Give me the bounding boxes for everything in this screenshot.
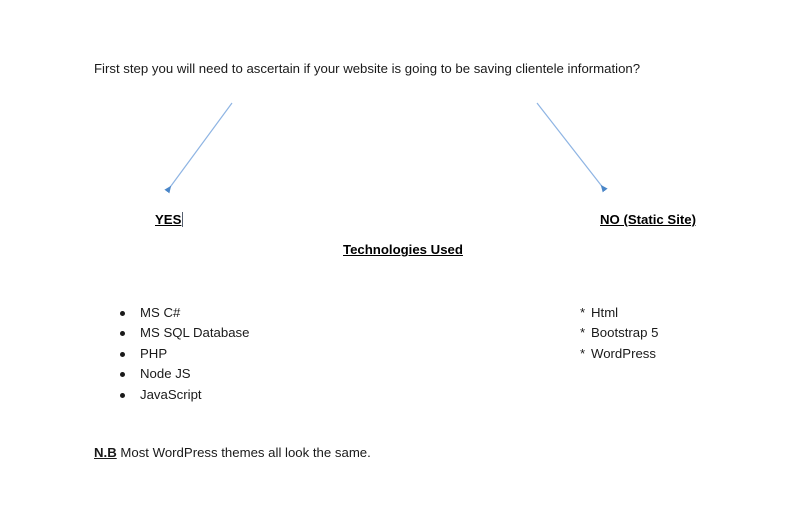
list-item: PHP bbox=[116, 344, 249, 364]
arrow-to-yes bbox=[164, 102, 233, 194]
bullet-icon bbox=[120, 311, 125, 316]
list-item-label: Bootstrap 5 bbox=[591, 325, 659, 341]
list-item-label: Node JS bbox=[140, 366, 191, 382]
list-item: * WordPress bbox=[580, 344, 658, 364]
list-item-label: PHP bbox=[140, 345, 168, 361]
list-item-label: MS SQL Database bbox=[140, 325, 250, 341]
section-heading-technologies-used: Technologies Used bbox=[343, 242, 463, 257]
arrow-to-no bbox=[536, 102, 608, 193]
dynamic-technologies-list: MS C# MS SQL Database PHP Node JS JavaSc… bbox=[116, 303, 249, 405]
list-item-label: WordPress bbox=[591, 345, 656, 361]
bullet-icon bbox=[120, 331, 125, 337]
bullet-icon bbox=[120, 372, 125, 378]
list-item-label: JavaScript bbox=[140, 386, 202, 402]
asterisk-icon: * bbox=[580, 345, 586, 361]
asterisk-icon: * bbox=[580, 325, 586, 341]
list-item: * Bootstrap 5 bbox=[580, 323, 658, 343]
footnote-prefix: N.B bbox=[94, 445, 117, 460]
static-technologies-list: * Html * Bootstrap 5 * WordPress bbox=[580, 303, 658, 364]
asterisk-icon: * bbox=[580, 305, 586, 320]
branch-label-no: NO (Static Site) bbox=[600, 212, 696, 227]
list-item: MS C# bbox=[116, 303, 249, 323]
list-item: MS SQL Database bbox=[116, 323, 249, 343]
bullet-icon bbox=[120, 351, 125, 357]
branch-label-yes: YES bbox=[155, 212, 184, 227]
question-text: First step you will need to ascertain if… bbox=[94, 61, 641, 76]
list-item: JavaScript bbox=[116, 385, 249, 405]
list-item: Node JS bbox=[116, 364, 249, 384]
branch-label-yes-text: YES bbox=[155, 212, 182, 227]
list-item: * Html bbox=[580, 303, 658, 323]
text-cursor-caret bbox=[182, 212, 184, 227]
list-item-label: MS C# bbox=[140, 305, 181, 320]
list-item-label: Html bbox=[591, 305, 619, 320]
footnote: N.B Most WordPress themes all look the s… bbox=[94, 444, 371, 462]
footnote-text: Most WordPress themes all look the same. bbox=[116, 445, 371, 460]
bullet-icon bbox=[120, 392, 125, 398]
